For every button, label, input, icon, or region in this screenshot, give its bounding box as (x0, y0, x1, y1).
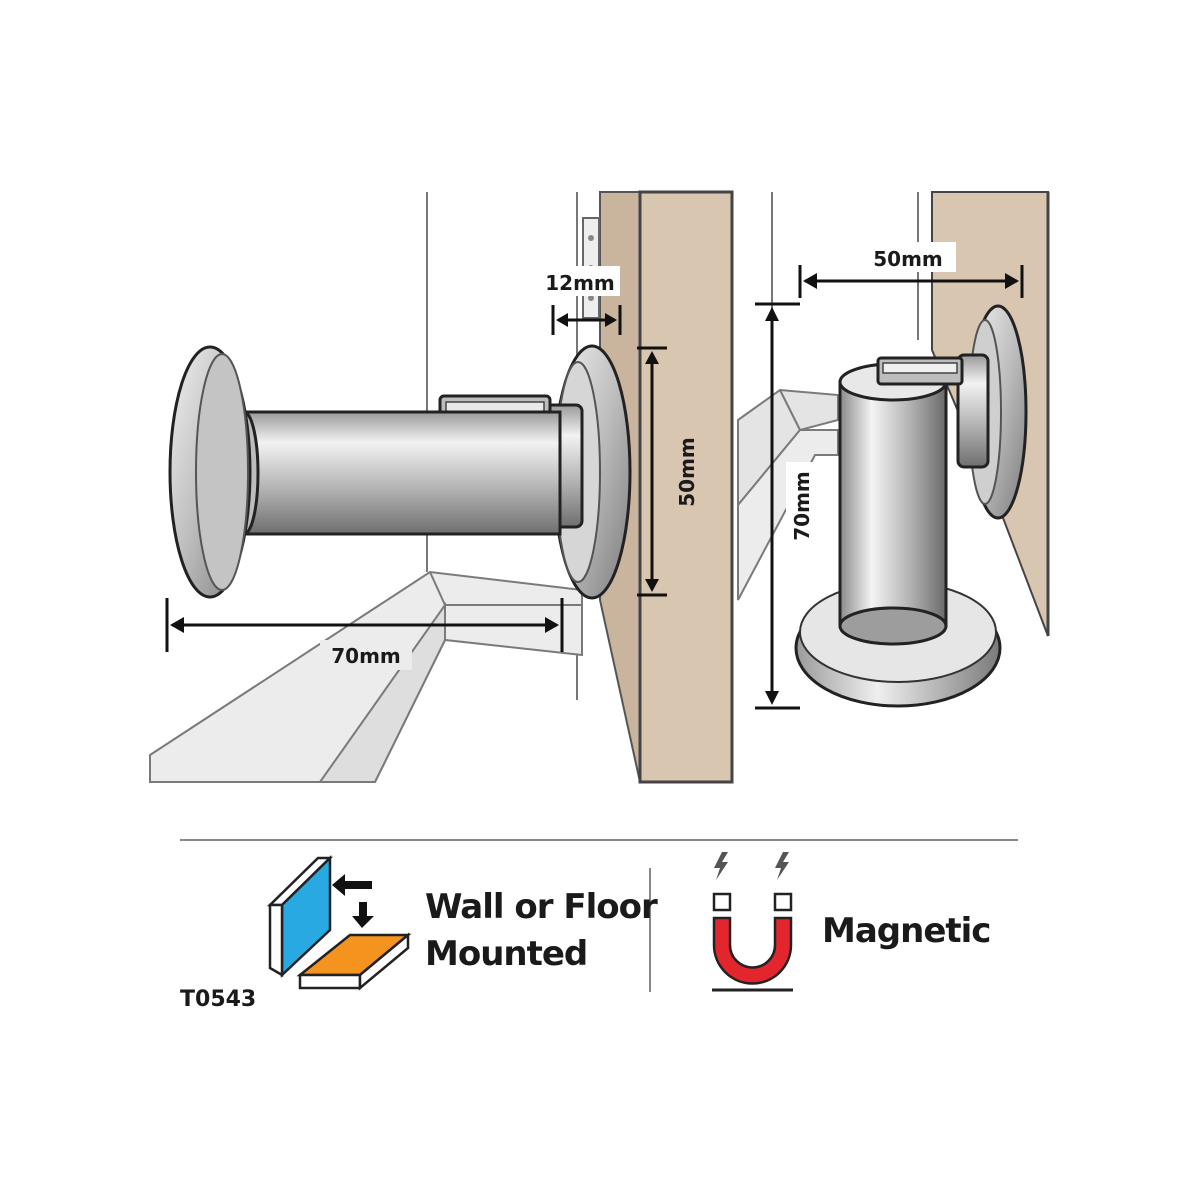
dim-label-50mm-horizontal: 50mm (873, 247, 943, 271)
dim-70mm-horizontal: 70mm (165, 598, 564, 670)
floor-cylinder (838, 380, 948, 628)
feature-mounting-line1: Wall or Floor (425, 887, 658, 927)
dim-12mm: 12mm (540, 266, 622, 335)
dim-50mm-vertical: 50mm (637, 346, 701, 597)
lightning-icon (775, 852, 789, 880)
dim-label-70mm-vertical: 70mm (790, 471, 814, 541)
stop-cylinder (238, 410, 562, 536)
wall-mount-scene: 12mm 50mm 70mm (149, 190, 734, 784)
dim-70mm-vertical: 70mm (755, 302, 816, 710)
wall-floor-mount-icon (266, 855, 412, 991)
lightning-icon (714, 852, 728, 880)
dim-label-12mm: 12mm (545, 271, 615, 295)
magnet-icon (712, 852, 793, 992)
dim-label-50mm-vertical: 50mm (675, 437, 699, 507)
product-code: T0543 (180, 987, 256, 1012)
feature-magnetic: Magnetic (822, 911, 990, 951)
floor-mount-scene: 50mm 70mm (737, 191, 1050, 710)
feature-mounting-line2: Mounted (425, 934, 587, 974)
dim-label-70mm-horizontal: 70mm (331, 644, 401, 668)
dim-50mm-horizontal: 50mm (798, 242, 1024, 298)
